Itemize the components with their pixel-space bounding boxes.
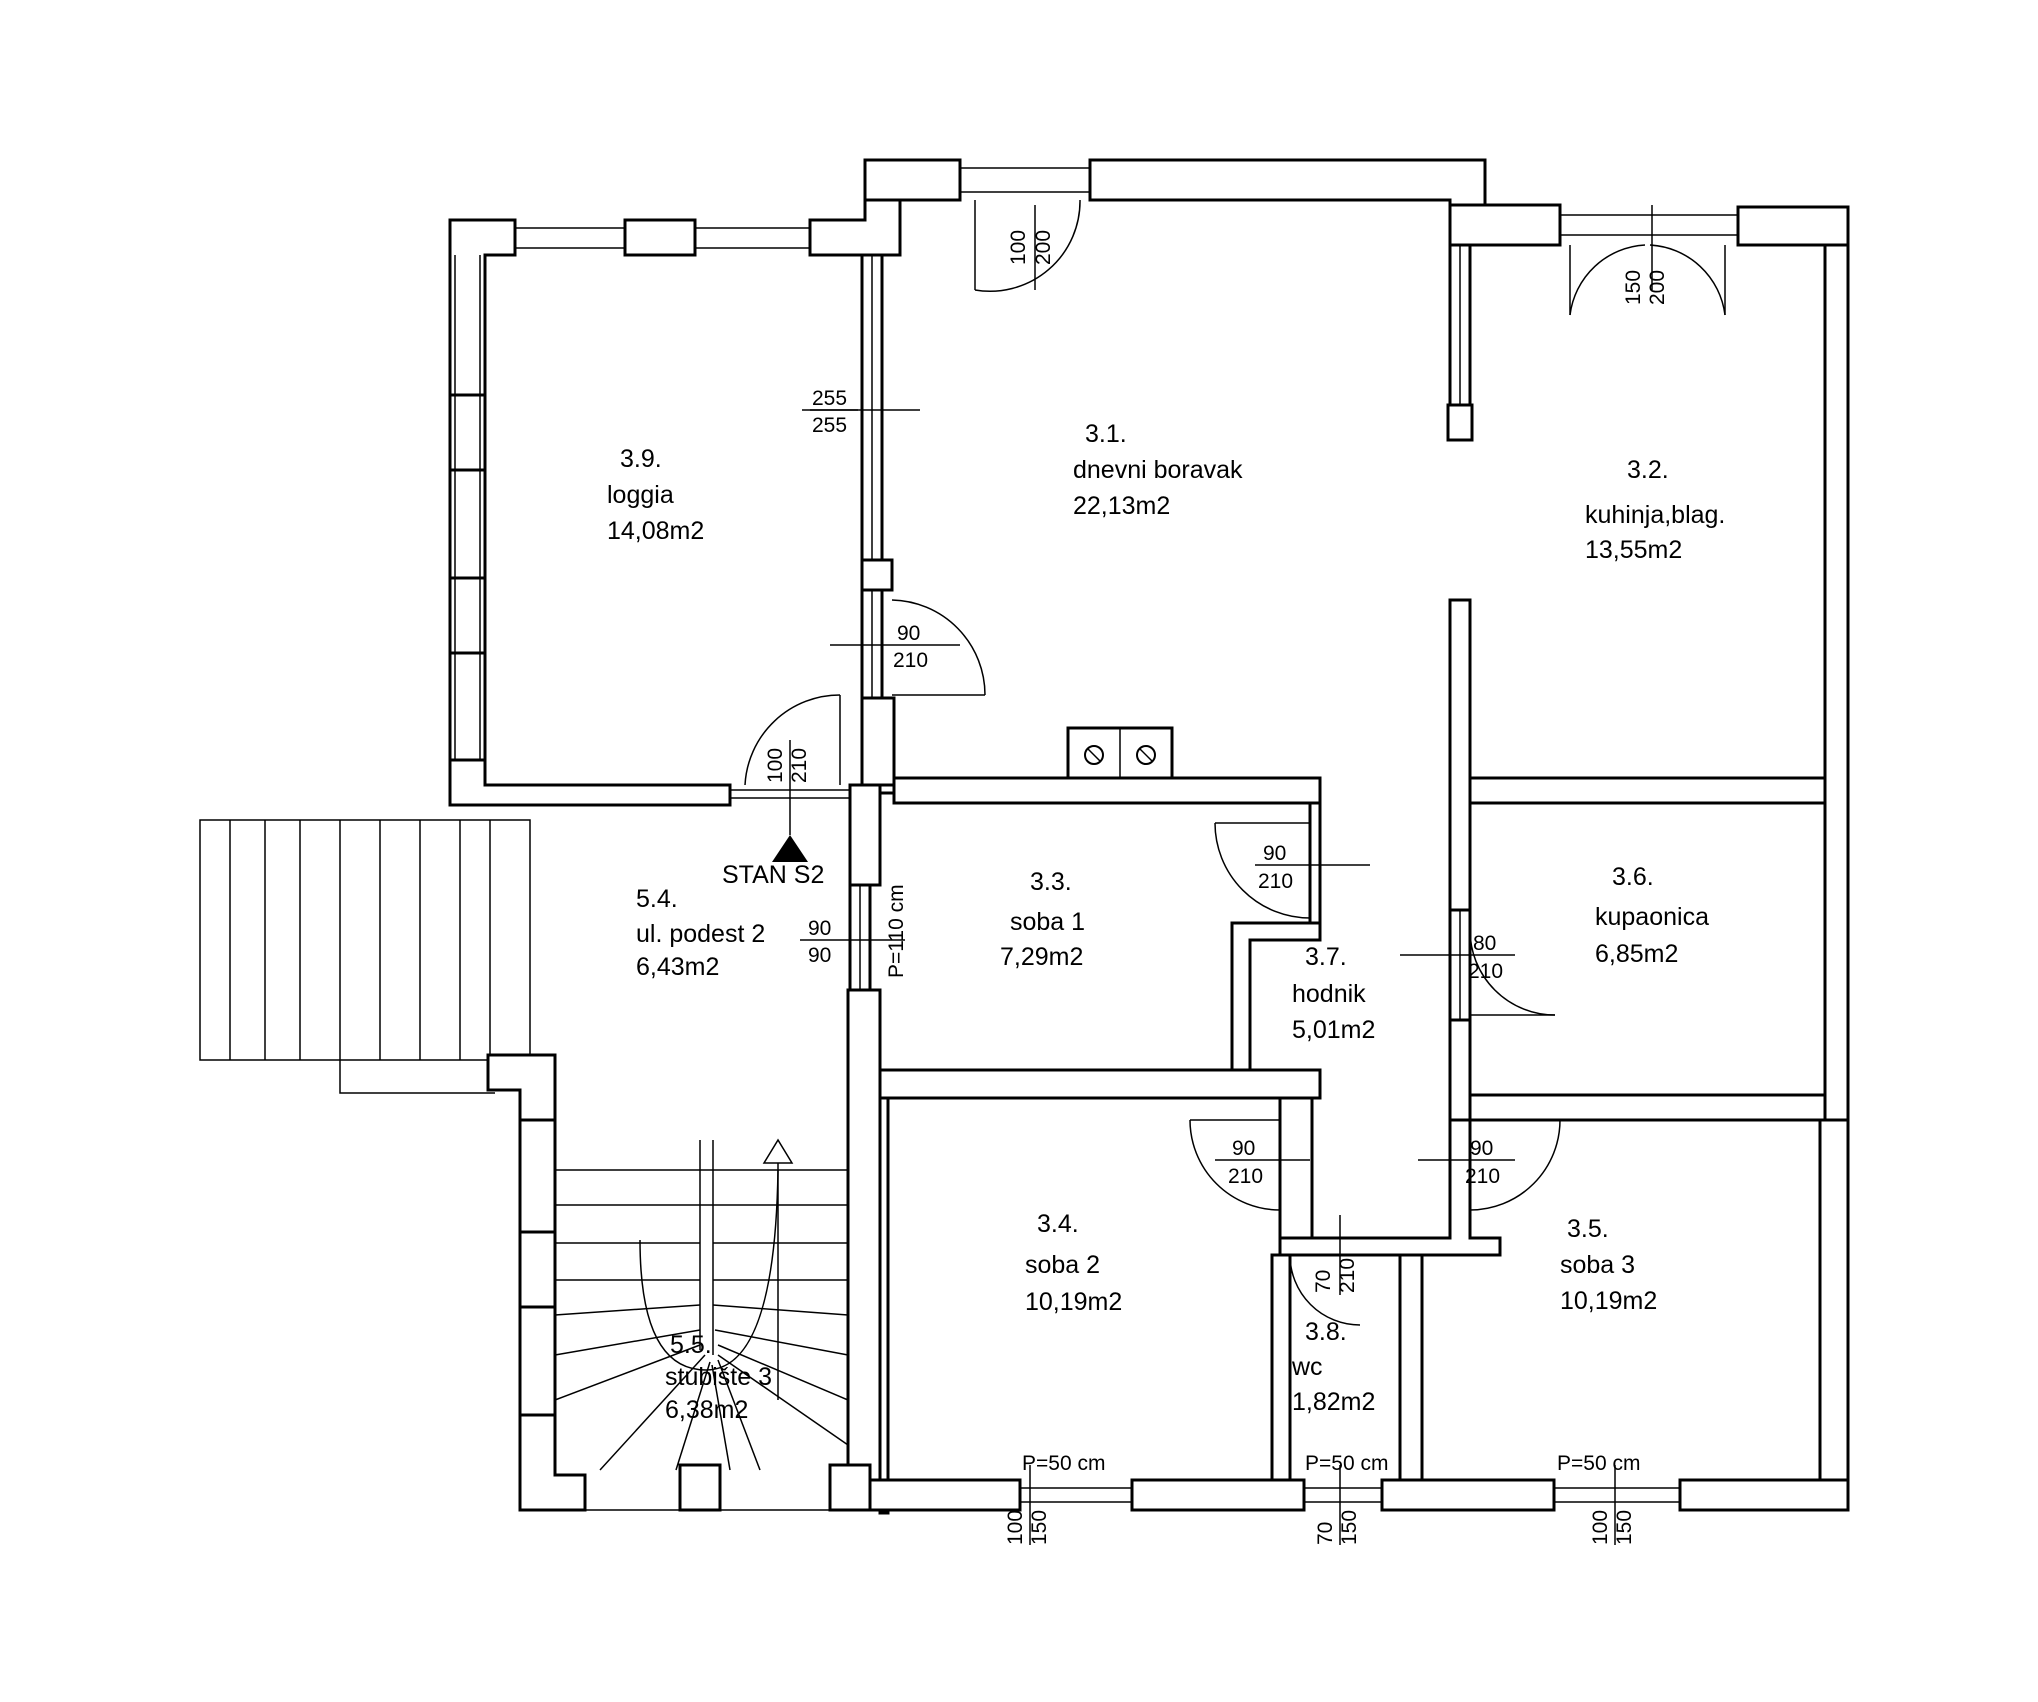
room-area: 7,29m2 <box>1000 943 1083 971</box>
sill-height: P=50 cm <box>1557 1452 1640 1475</box>
dim-width: 100 <box>764 748 787 783</box>
room-wc: 3.8. wc 1,82m2 <box>1291 1318 1375 1416</box>
exterior-stair <box>199 819 531 1094</box>
room-area: 13,55m2 <box>1585 536 1682 564</box>
dimension-lines <box>789 205 1653 1545</box>
room-name: soba 3 <box>1560 1251 1635 1279</box>
room-number: 3.4. <box>1037 1210 1079 1238</box>
room-name: soba 1 <box>1010 908 1085 936</box>
dim-width: 70 <box>1314 1522 1337 1545</box>
room-name: stubište 3 <box>665 1363 772 1391</box>
room-area: 10,19m2 <box>1025 1288 1122 1316</box>
room-name: dnevni boravak <box>1073 456 1243 484</box>
room-name: hodnik <box>1292 980 1366 1008</box>
sill-height: P=50 cm <box>1022 1452 1105 1475</box>
entrance-label: STAN S2 <box>722 861 824 889</box>
room-living: 3.1. dnevni boravak 22,13m2 <box>1073 420 1243 520</box>
room-name: wc <box>1291 1353 1323 1381</box>
room-soba-3: 3.5. soba 3 10,19m2 <box>1560 1215 1657 1315</box>
room-area: 6,43m2 <box>636 953 719 981</box>
room-area: 6,85m2 <box>1595 940 1678 968</box>
dim-height: 210 <box>1465 1165 1500 1188</box>
opening-dimensions: 255 255 90 210 90 210 80 210 90 90 90 21… <box>764 230 1669 1545</box>
room-number: 3.8. <box>1305 1318 1347 1346</box>
room-area: 6,38m2 <box>665 1396 748 1424</box>
room-area: 10,19m2 <box>1560 1287 1657 1315</box>
dim-height: 200 <box>1032 230 1055 265</box>
dim-height: 255 <box>812 414 847 437</box>
room-number: 3.3. <box>1030 868 1072 896</box>
room-name: soba 2 <box>1025 1251 1100 1279</box>
room-loggia: 3.9. loggia 14,08m2 <box>607 445 704 545</box>
dim-width: 90 <box>808 917 831 940</box>
room-number: 3.7. <box>1305 943 1347 971</box>
dim-width: 80 <box>1473 932 1496 955</box>
room-hodnik: 3.7. hodnik 5,01m2 <box>1292 943 1375 1044</box>
dim-width: 100 <box>1589 1510 1612 1545</box>
dim-height: 210 <box>1228 1165 1263 1188</box>
room-soba-1: 3.3. soba 1 7,29m2 <box>1000 868 1085 971</box>
dim-height: 150 <box>1028 1510 1051 1545</box>
dim-height: 90 <box>808 944 831 967</box>
dim-width: 70 <box>1312 1270 1335 1293</box>
room-area: 22,13m2 <box>1073 492 1170 520</box>
room-number: 3.6. <box>1612 863 1654 891</box>
room-number: 5.5. <box>670 1331 712 1359</box>
dim-width: 90 <box>897 622 920 645</box>
dim-height: 210 <box>1336 1258 1359 1293</box>
room-name: loggia <box>607 481 674 509</box>
chimney <box>1066 726 1174 780</box>
room-area: 14,08m2 <box>607 517 704 545</box>
dim-height: 150 <box>1338 1510 1361 1545</box>
room-number: 3.2. <box>1627 456 1669 484</box>
interior-stair <box>554 1138 849 1471</box>
entrance-marker <box>772 835 808 862</box>
room-stairs: 5.5. stubište 3 6,38m2 <box>665 1331 772 1424</box>
room-soba-2: 3.4. soba 2 10,19m2 <box>1025 1210 1122 1316</box>
walls <box>448 158 1850 1515</box>
room-name: kupaonica <box>1595 903 1709 931</box>
dim-width: 100 <box>1004 1510 1027 1545</box>
room-kupaonica: 3.6. kupaonica 6,85m2 <box>1595 863 1709 968</box>
dim-width: 100 <box>1007 230 1030 265</box>
dim-width: 150 <box>1622 270 1645 305</box>
room-area: 1,82m2 <box>1292 1388 1375 1416</box>
dim-height: 210 <box>893 649 928 672</box>
dim-height: 210 <box>1258 870 1293 893</box>
dim-height: 210 <box>1468 960 1503 983</box>
sill-height: P=50 cm <box>1305 1452 1388 1475</box>
room-number: 3.5. <box>1567 1215 1609 1243</box>
dim-width: 90 <box>1263 842 1286 865</box>
dim-width: 90 <box>1232 1137 1255 1160</box>
dim-width: 90 <box>1470 1137 1493 1160</box>
sill-height: P=110 cm <box>885 884 908 978</box>
room-number: 5.4. <box>636 885 678 913</box>
dim-width: 255 <box>812 387 847 410</box>
dim-height: 150 <box>1613 1510 1636 1545</box>
door-swings <box>730 199 1726 1326</box>
dim-height: 210 <box>788 748 811 783</box>
room-number: 3.9. <box>620 445 662 473</box>
room-name: kuhinja,blag. <box>1585 501 1725 529</box>
dim-height: 200 <box>1646 270 1669 305</box>
room-kitchen: 3.2. kuhinja,blag. 13,55m2 <box>1585 456 1725 564</box>
room-name: ul. podest 2 <box>636 920 765 948</box>
room-landing: 5.4. ul. podest 2 6,43m2 <box>636 885 765 981</box>
room-number: 3.1. <box>1085 420 1127 448</box>
room-area: 5,01m2 <box>1292 1016 1375 1044</box>
